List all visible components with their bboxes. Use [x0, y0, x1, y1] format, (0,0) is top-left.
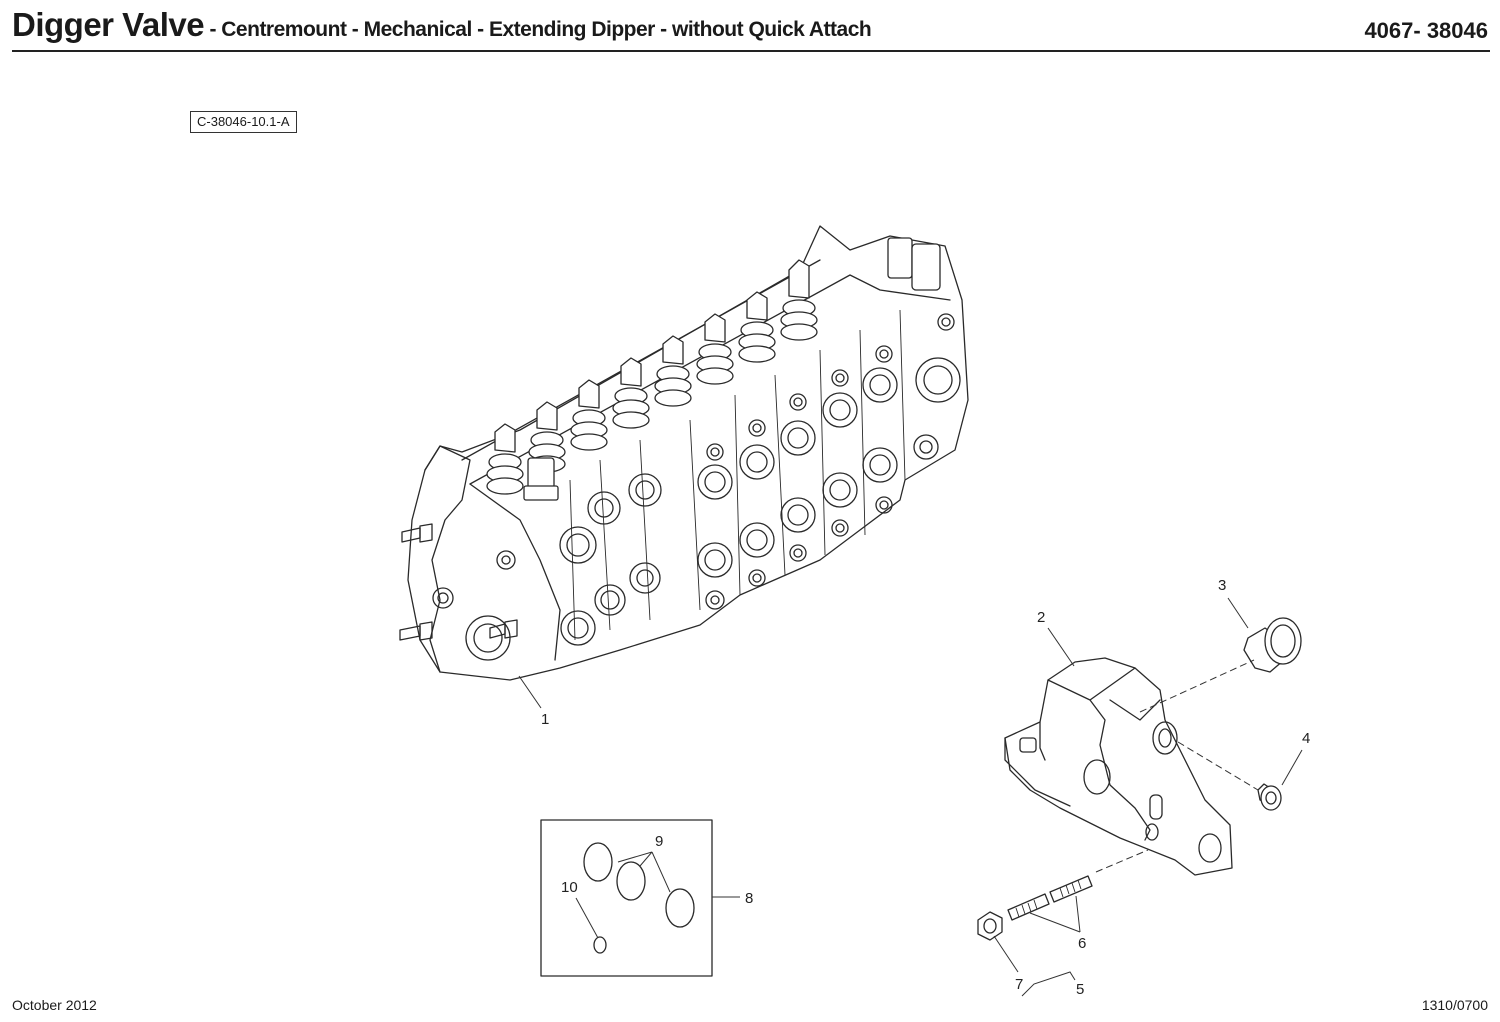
- page-header: Digger Valve - Centremount - Mechanical …: [12, 4, 1490, 52]
- footer-date: October 2012: [12, 997, 97, 1013]
- mounting-bracket: [1004, 657, 1233, 876]
- callout-1: 1: [541, 711, 549, 728]
- assembly-line-plug: [1139, 659, 1255, 713]
- callout-2: 2: [1037, 609, 1045, 626]
- callout-4: 4: [1302, 730, 1310, 747]
- callout-6: 6: [1078, 935, 1086, 952]
- small-plug: [1257, 783, 1282, 811]
- blanking-plug: [1243, 617, 1302, 673]
- callout-9: 9: [655, 833, 663, 850]
- seal-kit-box: [540, 819, 713, 977]
- valve-block-assembly: [399, 225, 969, 681]
- assembly-line-small-plug: [1177, 741, 1259, 791]
- callout-3: 3: [1218, 577, 1226, 594]
- leader-lines: [518, 597, 1303, 997]
- assembly-line-stud: [1095, 849, 1149, 873]
- callout-7: 7: [1015, 976, 1023, 993]
- callout-5: 5: [1076, 981, 1084, 998]
- callout-10: 10: [561, 879, 578, 896]
- figure-reference-box: C-38046-10.1-A: [190, 111, 297, 133]
- title-text: Digger Valve: [12, 6, 205, 43]
- page-title: Digger Valve - Centremount - Mechanical …: [12, 6, 872, 44]
- callout-8: 8: [745, 890, 753, 907]
- part-number: 4067- 38046: [1364, 18, 1488, 43]
- footer-page-code: 1310/0700: [1421, 997, 1488, 1013]
- stud-and-nut: [977, 875, 1093, 941]
- page-subtitle: - Centremount - Mechanical - Extending D…: [204, 18, 872, 41]
